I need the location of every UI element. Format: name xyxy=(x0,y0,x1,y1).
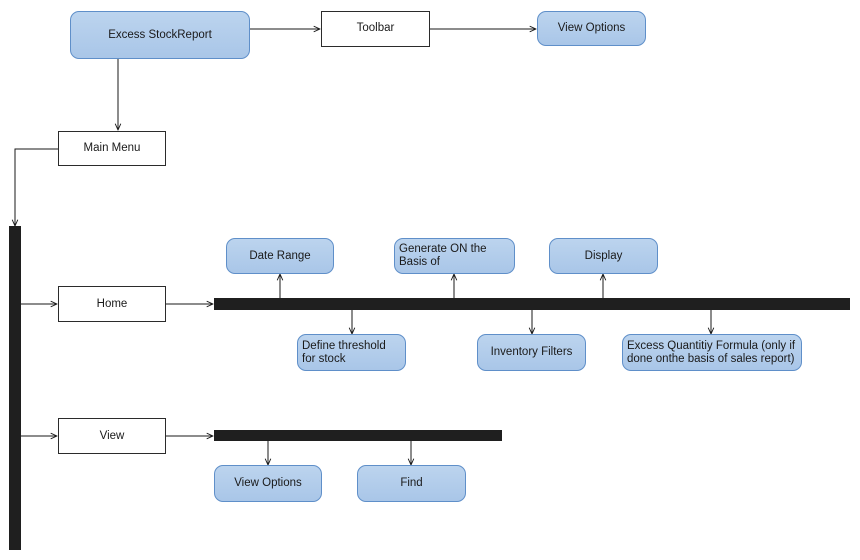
view-fork-bar xyxy=(214,430,502,441)
toolbar-node[interactable]: Toolbar xyxy=(321,11,430,47)
generate-on-basis-node[interactable]: Generate ON the Basis of xyxy=(394,238,515,274)
define-threshold-node[interactable]: Define threshold for stock xyxy=(297,334,406,371)
find-node[interactable]: Find xyxy=(357,465,466,502)
vertical-fork-bar xyxy=(9,226,21,550)
view-options-bottom-node[interactable]: View Options xyxy=(214,465,322,502)
inventory-filters-node[interactable]: Inventory Filters xyxy=(477,334,586,371)
view-options-top-node[interactable]: View Options xyxy=(537,11,646,46)
connector-main-menu-to-bar xyxy=(15,148,58,226)
excess-stock-report-node[interactable]: Excess StockReport xyxy=(70,11,250,59)
display-node[interactable]: Display xyxy=(549,238,658,274)
date-range-node[interactable]: Date Range xyxy=(226,238,334,274)
view-node[interactable]: View xyxy=(58,418,166,454)
home-fork-bar xyxy=(214,298,850,310)
excess-quantity-formula-node[interactable]: Excess Quantitiy Formula (only if done o… xyxy=(622,334,802,371)
home-node[interactable]: Home xyxy=(58,286,166,322)
main-menu-node[interactable]: Main Menu xyxy=(58,131,166,166)
